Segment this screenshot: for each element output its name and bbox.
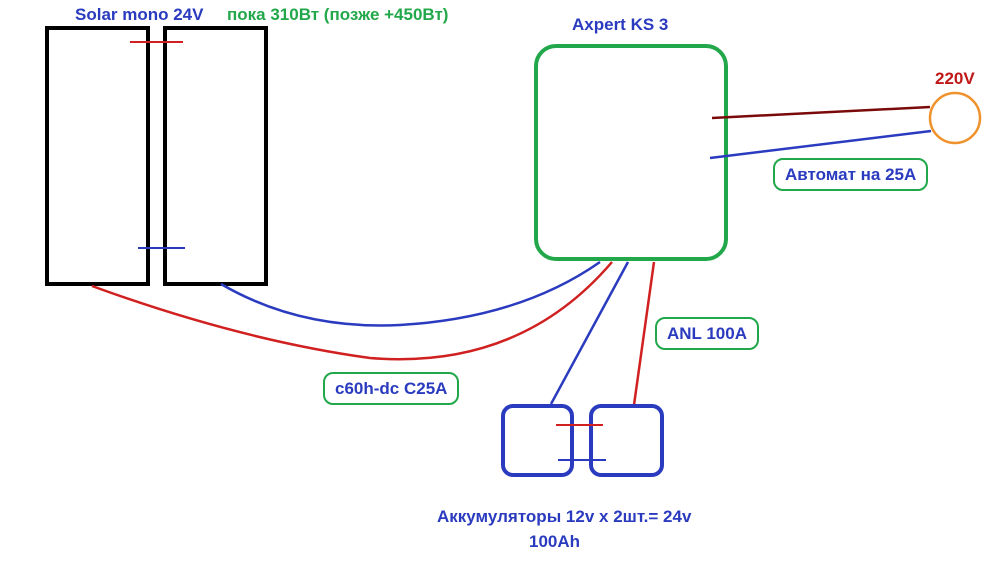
battery-left xyxy=(501,404,574,477)
pv-breaker-label: c60h-dc C25A xyxy=(323,372,460,405)
grid-voltage-label: 220V xyxy=(935,69,975,88)
grid-circle xyxy=(928,91,982,145)
battery-fuse-label: ANL 100A xyxy=(655,317,759,350)
inverter-name-label: Axpert KS 3 xyxy=(572,15,669,34)
ac-breaker-label: Автомат на 25А xyxy=(773,158,929,191)
battery-positive-wire xyxy=(632,261,656,406)
pv-negative-wire xyxy=(220,260,601,327)
battery-negative-wire xyxy=(549,261,630,405)
panel-model-label: Solar mono 24V xyxy=(75,5,204,24)
solar-panel-left xyxy=(45,26,150,286)
inverter-box xyxy=(534,44,728,261)
pv-positive-wire xyxy=(91,261,613,361)
panel-power-label: пока 310Вт (позже +450Вт) xyxy=(227,5,449,24)
solar-panel-right xyxy=(163,26,268,286)
grid-live-wire xyxy=(711,105,931,120)
grid-neutral-wire xyxy=(709,129,932,160)
battery-bank-label-line2: 100Ah xyxy=(529,532,581,551)
battery-bank-label-line1: Аккумуляторы 12v x 2шт.= 24v xyxy=(437,507,692,526)
battery-right xyxy=(589,404,664,477)
